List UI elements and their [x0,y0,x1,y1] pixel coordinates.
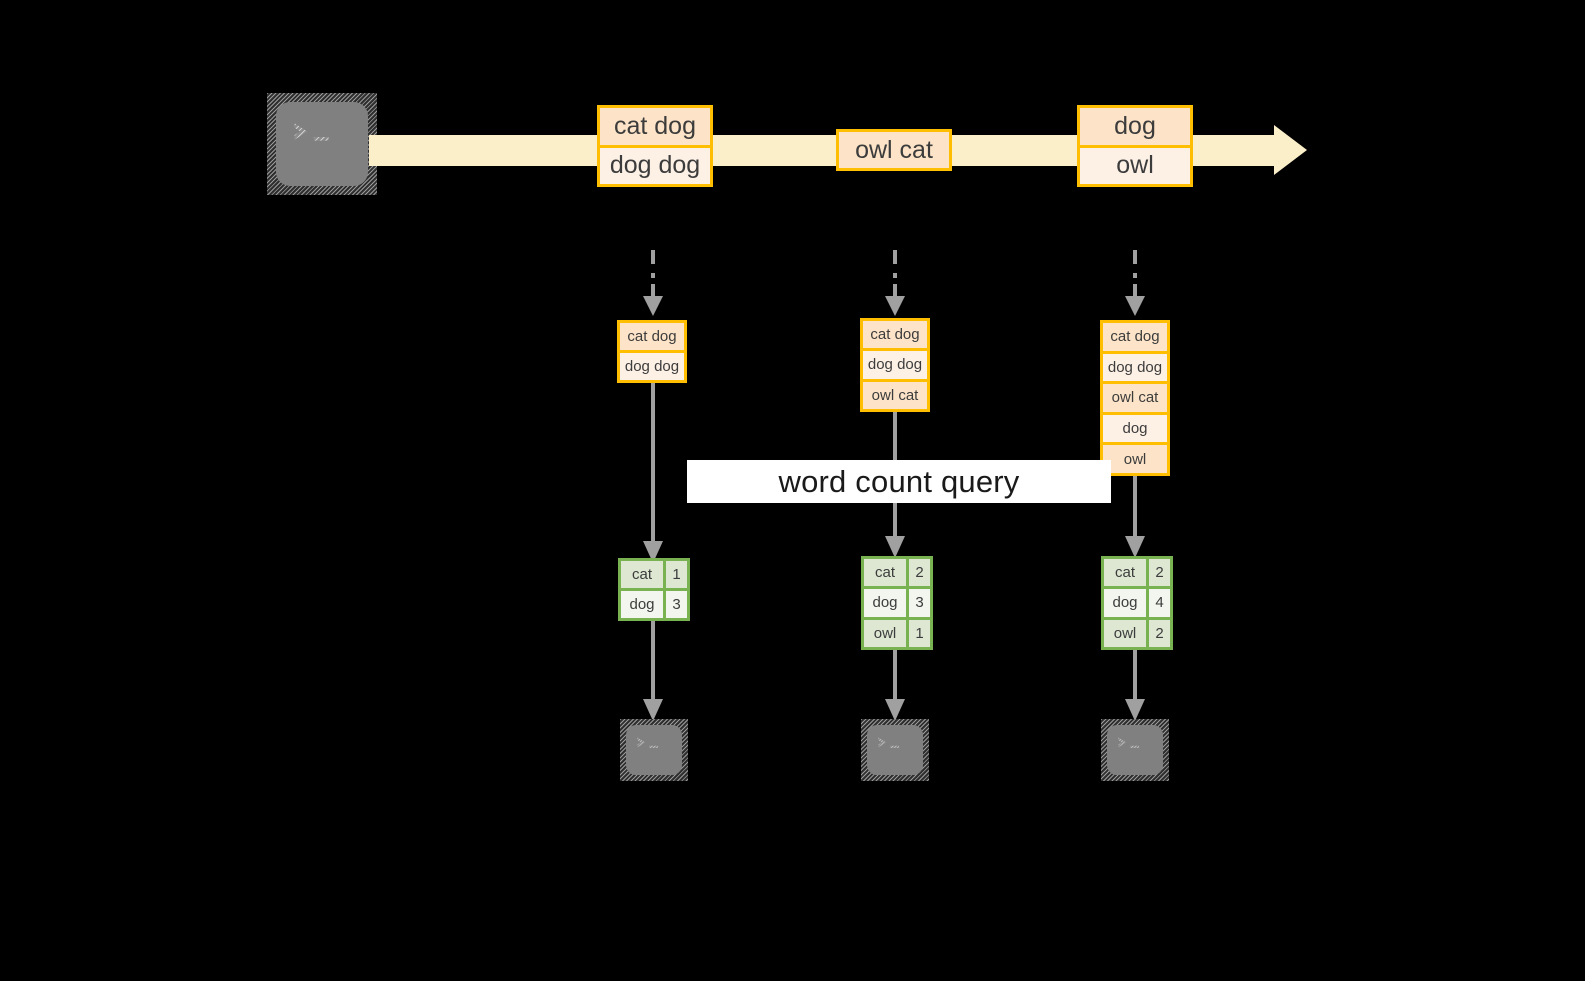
record-line: cat dog [1103,323,1167,351]
stream-arrow-head [1274,125,1307,175]
stream-record-1: cat dog dog dog [597,105,713,187]
record-line: dog dog [863,348,927,379]
query-arrow-1 [637,383,669,565]
stream-record-2: owl cat [836,129,952,171]
count-cell: 1 [906,619,930,647]
record-line: owl [1080,144,1190,184]
query-label-text: word count query [778,463,1020,499]
table-row: dog 3 [621,588,687,618]
count-cell: 4 [1146,589,1170,617]
record-line: dog [1080,108,1190,145]
record-line: owl cat [1103,381,1167,412]
terminal-screen [1107,725,1163,775]
record-line: cat dog [600,108,710,145]
query-label-band: word count query [687,460,1111,503]
sink-arrow-3 [1119,650,1151,723]
count-cell: 2 [1146,559,1170,587]
terminal-screen [626,725,682,775]
word-cell: dog [864,589,906,617]
snapshot-3-records: cat dog dog dog owl cat dog owl [1100,320,1170,476]
snapshot-3-counts: cat 2 dog 4 owl 2 [1101,556,1173,650]
word-cell: cat [1104,559,1146,587]
record-line: dog dog [620,350,684,380]
record-line: cat dog [863,321,927,349]
record-line: dog [1103,411,1167,443]
terminal-prompt-glyph [637,737,658,748]
word-cell: owl [864,619,906,647]
terminal-prompt-glyph [878,737,899,748]
source-terminal-icon [267,93,377,195]
table-row: cat 2 [1104,559,1170,587]
sink-terminal-icon-2 [861,719,929,781]
record-line: dog dog [1103,350,1167,382]
query-arrow-3 [1119,476,1151,560]
count-cell: 1 [663,561,687,588]
stream-tap-arrow-3 [1119,250,1151,322]
terminal-screen [276,102,368,186]
sink-terminal-icon-1 [620,719,688,781]
stream-tap-arrow-1 [637,250,669,322]
record-line: dog dog [600,144,710,184]
table-row: cat 1 [621,561,687,588]
snapshot-2-counts: cat 2 dog 3 owl 1 [861,556,933,650]
stream-record-3: dog owl [1077,105,1193,187]
sink-terminal-icon-3 [1101,719,1169,781]
sink-arrow-2 [879,650,911,723]
snapshot-2-records: cat dog dog dog owl cat [860,318,930,412]
record-line: owl cat [839,132,949,168]
table-row: owl 2 [1104,616,1170,647]
word-cell: dog [621,591,663,618]
table-row: owl 1 [864,616,930,647]
snapshot-1-records: cat dog dog dog [617,320,687,383]
word-cell: owl [1104,619,1146,647]
terminal-prompt-glyph [294,122,329,141]
count-cell: 2 [1146,619,1170,647]
record-line: owl [1103,442,1167,473]
terminal-screen [867,725,923,775]
table-row: dog 4 [1104,586,1170,617]
sink-arrow-1 [637,621,669,723]
word-cell: cat [864,559,906,587]
table-row: cat 2 [864,559,930,587]
count-cell: 2 [906,559,930,587]
count-cell: 3 [663,591,687,618]
terminal-prompt-glyph [1118,737,1139,748]
record-line: cat dog [620,323,684,350]
count-cell: 3 [906,589,930,617]
record-line: owl cat [863,378,927,409]
word-cell: dog [1104,589,1146,617]
word-cell: cat [621,561,663,588]
snapshot-1-counts: cat 1 dog 3 [618,558,690,621]
table-row: dog 3 [864,586,930,617]
stream-tap-arrow-2 [879,250,911,322]
